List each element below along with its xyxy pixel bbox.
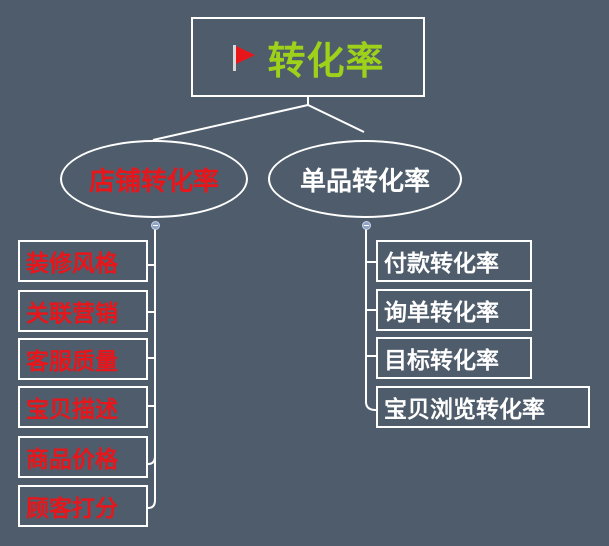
leaf-label: 询单转化率 — [384, 300, 499, 326]
root-to-left-line — [152, 104, 309, 141]
leaf-label: 装修风格 — [26, 251, 118, 277]
leaf-label: 关联营销 — [26, 301, 118, 327]
leaf-node[interactable]: 宝贝描述 — [18, 386, 148, 428]
leaf-label: 宝贝浏览转化率 — [384, 397, 545, 423]
leaf-label: 顾客打分 — [26, 496, 118, 522]
leaf-node[interactable]: 询单转化率 — [376, 289, 532, 331]
leaf-label: 宝贝描述 — [26, 397, 118, 423]
root-label: 转化率 — [267, 38, 385, 83]
left-tick-line — [147, 455, 156, 465]
collapse-toggle-icon[interactable] — [151, 221, 160, 230]
branch-label: 店铺转化率 — [88, 166, 219, 197]
leaf-node[interactable]: 宝贝浏览转化率 — [376, 386, 590, 428]
leaf-label: 商品价格 — [26, 447, 118, 473]
leaf-node[interactable]: 商品价格 — [18, 436, 148, 478]
leaf-label: 付款转化率 — [384, 251, 499, 277]
leaf-node[interactable]: 付款转化率 — [376, 240, 532, 282]
leaf-node[interactable]: 关联营销 — [18, 290, 148, 332]
red-flag-icon — [233, 45, 256, 71]
left-tick-line — [147, 499, 156, 509]
leaf-node[interactable]: 目标转化率 — [376, 337, 532, 379]
branch-node-store-conversion[interactable]: 店铺转化率 — [60, 140, 248, 218]
root-to-right-line — [307, 104, 365, 133]
leaf-label: 客服质量 — [26, 349, 118, 375]
collapse-toggle-icon[interactable] — [362, 221, 371, 230]
leaf-label: 目标转化率 — [384, 348, 499, 374]
branch-node-item-conversion[interactable]: 单品转化率 — [268, 140, 462, 218]
leaf-node[interactable]: 装修风格 — [18, 240, 148, 282]
branch-label: 单品转化率 — [299, 166, 430, 197]
right-tick-line — [365, 401, 377, 411]
root-node[interactable]: 转化率 — [191, 17, 425, 97]
leaf-node[interactable]: 客服质量 — [18, 338, 148, 380]
leaf-node[interactable]: 顾客打分 — [18, 485, 148, 527]
